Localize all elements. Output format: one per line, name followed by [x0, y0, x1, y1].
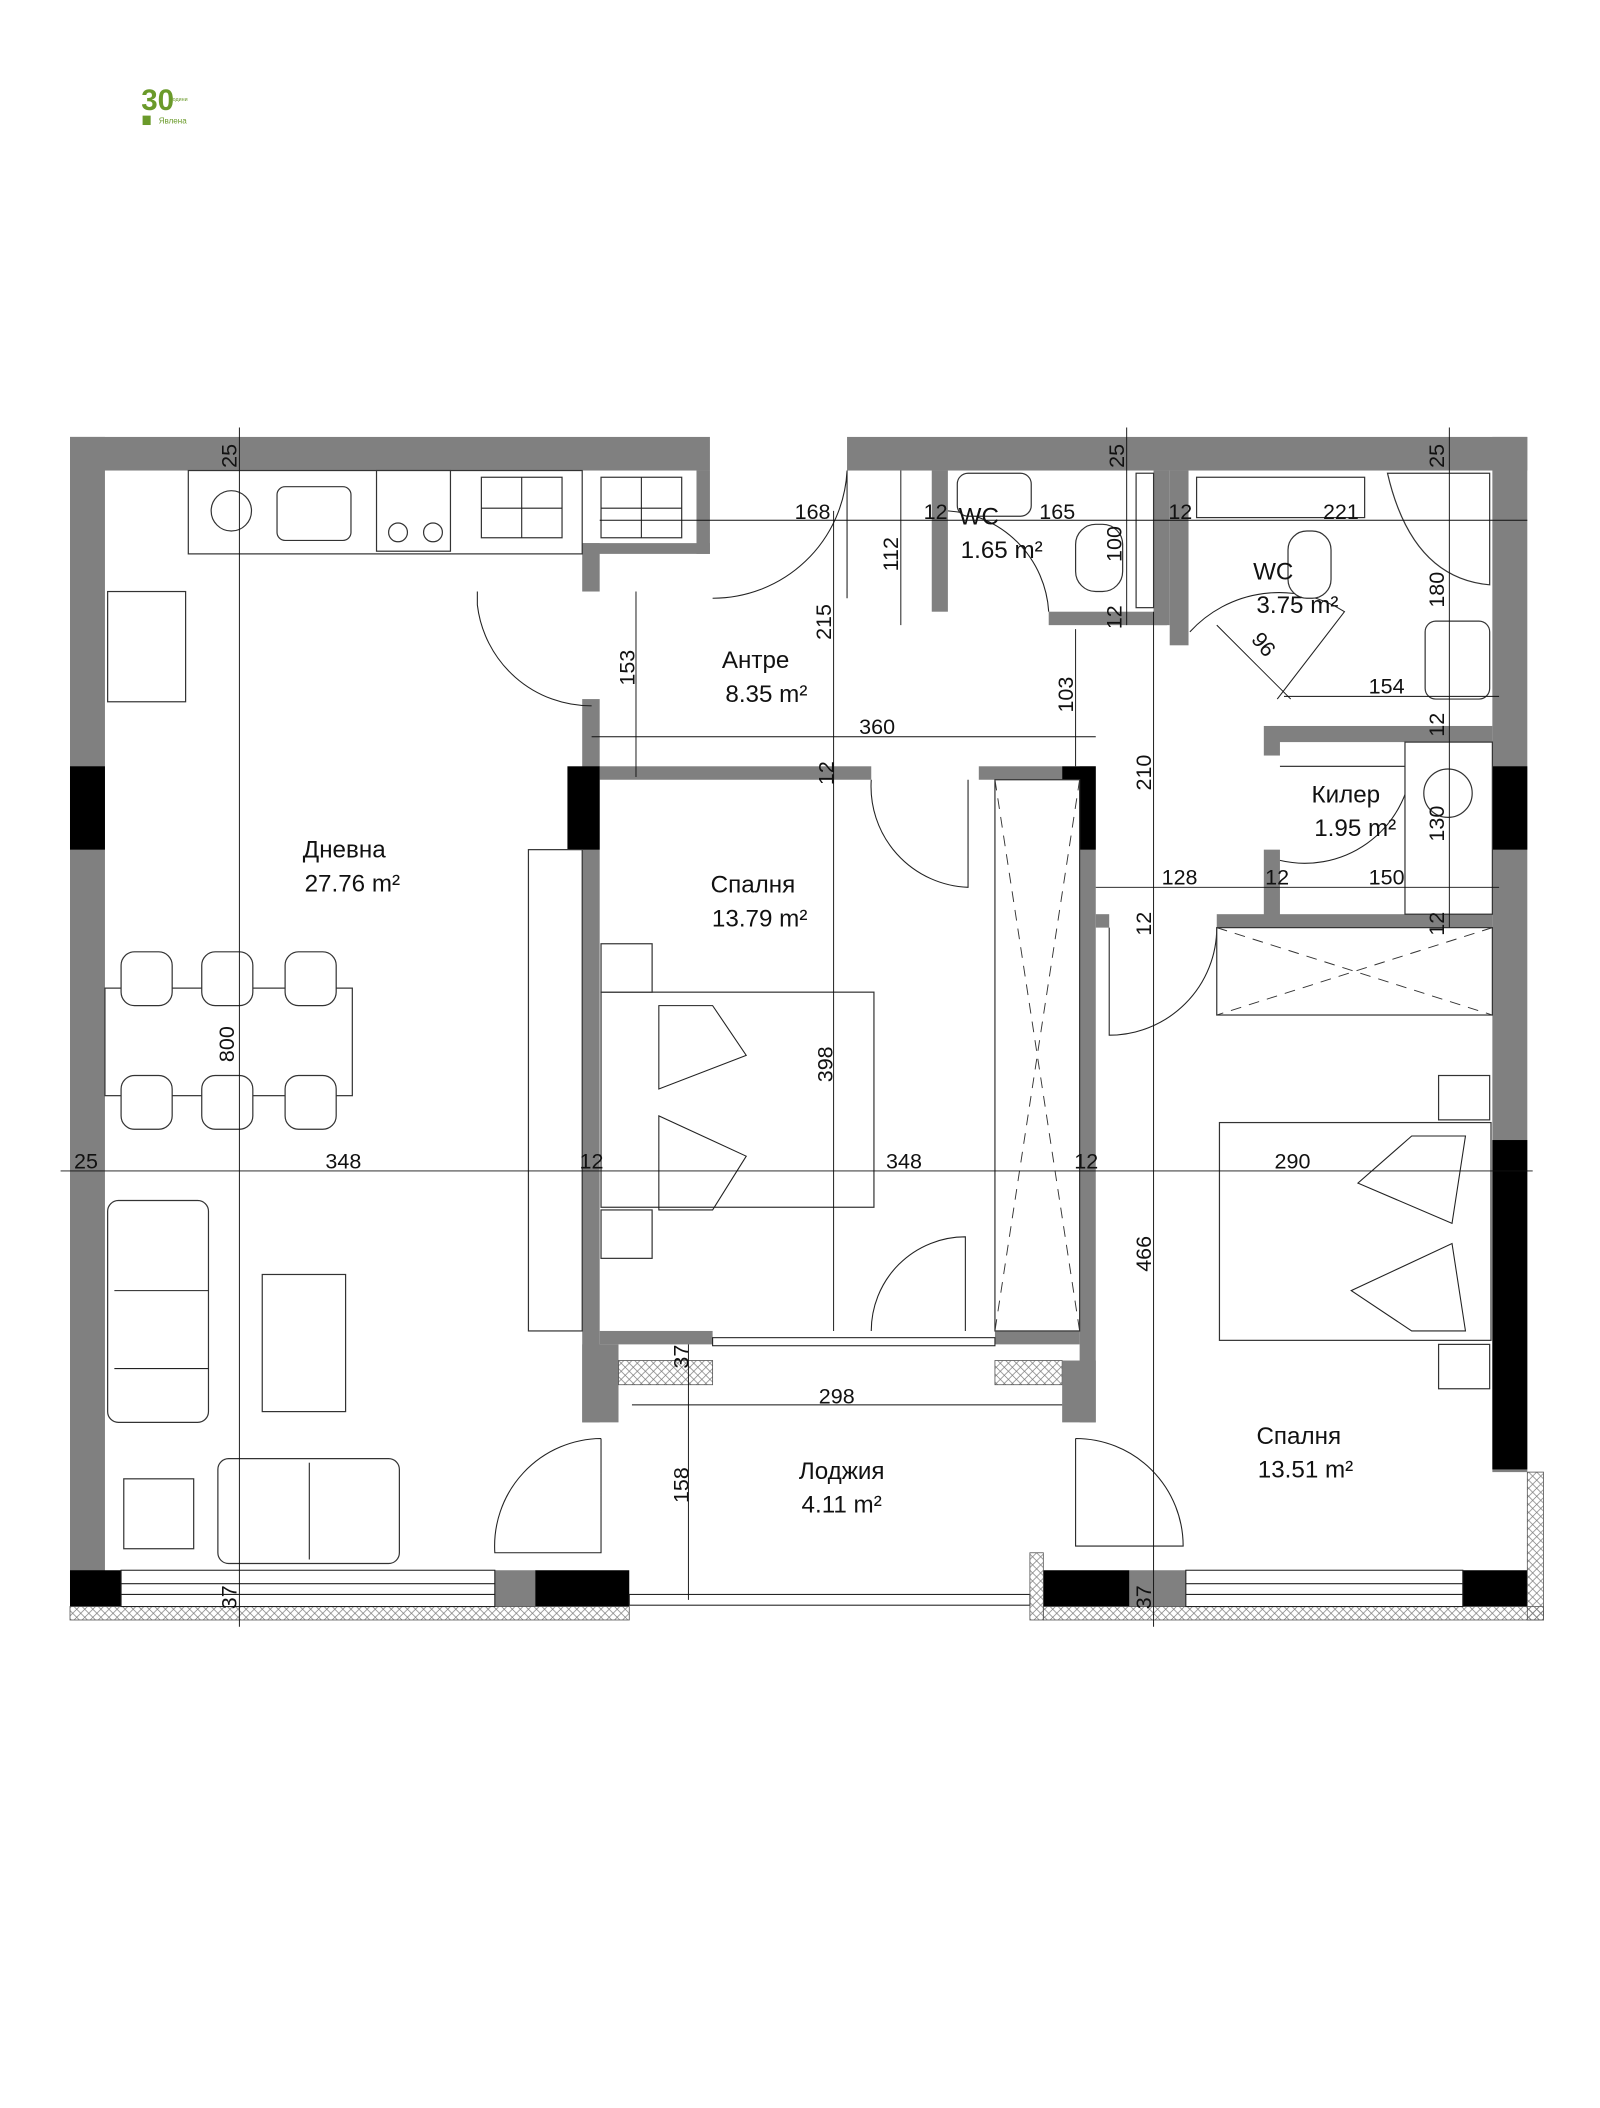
room-name-loggia: Лоджия	[799, 1458, 885, 1485]
dim-label: 348	[325, 1149, 361, 1173]
dim-label: 103	[1054, 677, 1078, 713]
windows	[69, 1337, 1544, 1621]
room-area-bedroom-2: 13.51 m²	[1258, 1456, 1353, 1483]
dim-label: 398	[813, 1046, 837, 1082]
dim-label: 12	[1132, 912, 1156, 936]
walls	[69, 436, 1528, 1573]
room-area-bedroom-1: 13.79 m²	[712, 905, 807, 932]
dim-label: 25	[74, 1149, 98, 1173]
room-area-storage: 1.95 m²	[1314, 815, 1396, 842]
room-name-wc-small: WC	[959, 503, 999, 530]
dim-label: 37	[669, 1345, 693, 1369]
room-area-wc-small: 1.65 m²	[961, 537, 1043, 564]
room-name-living: Дневна	[303, 837, 386, 864]
logo-brand: Явлена	[159, 117, 188, 126]
dim-label: 180	[1425, 572, 1449, 608]
dim-label: 37	[1132, 1585, 1156, 1609]
dim-label: 12	[815, 761, 839, 785]
dim-label: 360	[859, 715, 895, 739]
room-area-living: 27.76 m²	[305, 870, 400, 897]
dim-label: 128	[1162, 866, 1198, 890]
dim-label: 150	[1369, 866, 1405, 890]
room-name-bedroom-1: Спалня	[711, 872, 796, 899]
dim-label: 25	[218, 444, 242, 468]
dim-label: 130	[1425, 806, 1449, 842]
columns	[69, 766, 1528, 1607]
room-labels: Антре 8.35 m² WC 1.65 m² WC 3.75 m² Киле…	[303, 503, 1396, 1518]
logo-number: 30	[141, 84, 174, 117]
dim-label: 348	[886, 1149, 922, 1173]
dim-label: 25	[1105, 444, 1129, 468]
room-area-loggia: 4.11 m²	[802, 1491, 882, 1518]
room-name-bedroom-2: Спалня	[1256, 1423, 1341, 1450]
dimension-lines	[60, 427, 1533, 1627]
dim-label: 96	[1247, 628, 1281, 662]
doors	[476, 470, 1413, 1554]
dim-label: 165	[1039, 500, 1075, 524]
dim-label: 12	[1168, 500, 1192, 524]
logo-tagline: години	[171, 97, 188, 103]
dim-label: 215	[812, 604, 836, 640]
dim-label: 12	[1265, 866, 1289, 890]
dim-label: 12	[1102, 605, 1126, 629]
dim-label: 12	[580, 1149, 604, 1173]
room-name-wc-bath: WC	[1253, 558, 1293, 585]
dim-label: 100	[1102, 526, 1126, 562]
dim-label: 298	[819, 1385, 855, 1409]
dim-label: 112	[879, 537, 903, 571]
dim-label: 12	[1425, 713, 1449, 737]
company-logo: 30 години Явлена	[141, 84, 187, 125]
room-area-antre: 8.35 m²	[725, 681, 807, 708]
dim-label: 12	[1425, 912, 1449, 936]
room-name-antre: Антре	[722, 647, 789, 674]
dim-label: 37	[218, 1585, 242, 1609]
dim-label: 12	[924, 500, 948, 524]
dim-label: 290	[1275, 1149, 1311, 1173]
dim-label: 210	[1132, 755, 1156, 791]
dim-label: 154	[1369, 675, 1405, 699]
dim-label: 153	[616, 650, 640, 686]
dim-label: 800	[215, 1026, 239, 1062]
room-name-storage: Килер	[1312, 782, 1381, 809]
dim-label: 12	[1074, 1149, 1098, 1173]
dim-label: 158	[669, 1467, 693, 1503]
dim-label: 168	[795, 500, 831, 524]
furniture	[104, 469, 1493, 1565]
dim-label: 221	[1323, 500, 1359, 524]
room-area-wc-bath: 3.75 m²	[1256, 592, 1338, 619]
dim-label: 466	[1132, 1236, 1156, 1272]
dim-label: 25	[1425, 444, 1449, 468]
